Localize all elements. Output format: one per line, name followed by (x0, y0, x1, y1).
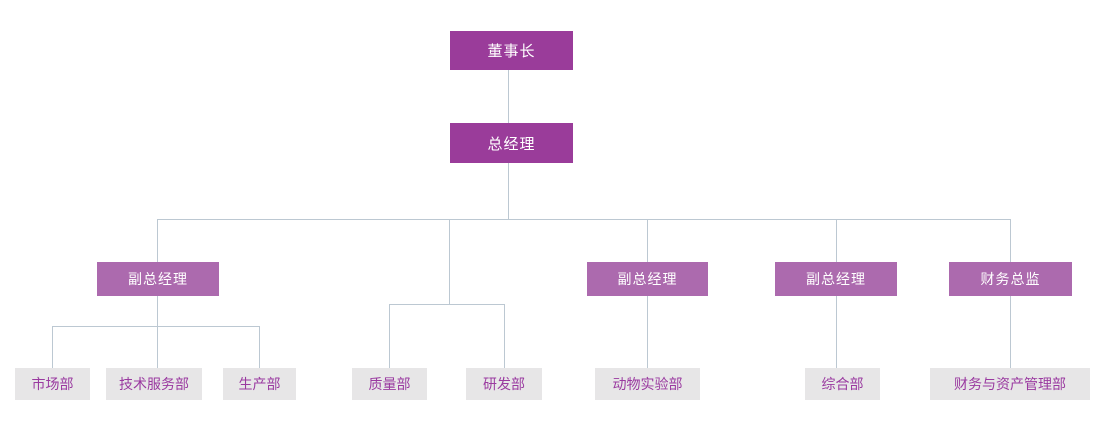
connector-rail-vp1 (157, 219, 158, 262)
org-node-vp-2: 副总经理 (587, 262, 708, 296)
connector-vp1-dept1 (52, 326, 53, 368)
connector-vp1-rail (52, 326, 260, 327)
connector-vp1-downstem (157, 296, 158, 368)
org-node-dept-production: 生产部 (223, 368, 296, 400)
org-node-dept-animal-experiment: 动物实验部 (595, 368, 700, 400)
org-node-vp-1: 副总经理 (97, 262, 219, 296)
org-node-vp-3: 副总经理 (775, 262, 897, 296)
org-node-dept-rnd: 研发部 (466, 368, 542, 400)
connector-vp1-dept3 (259, 326, 260, 368)
connector-vp2-dept (647, 296, 648, 368)
connector-rail-midbranch (449, 219, 450, 305)
connector-mid-rail (389, 304, 505, 305)
org-node-dept-technical-service: 技术服务部 (106, 368, 202, 400)
connector-rail-vp2 (647, 219, 648, 262)
org-node-dept-general-affairs: 综合部 (805, 368, 880, 400)
connector-cfo-dept (1010, 296, 1011, 368)
connector-vp3-dept (836, 296, 837, 368)
connector-main-rail (157, 219, 1011, 220)
org-node-dept-marketing: 市场部 (15, 368, 90, 400)
connector-gm-rail (508, 163, 509, 219)
org-node-chairman: 董事长 (450, 31, 573, 70)
org-node-general-manager: 总经理 (450, 123, 573, 163)
org-node-dept-quality: 质量部 (352, 368, 427, 400)
org-node-cfo: 财务总监 (949, 262, 1072, 296)
org-node-dept-finance-asset-management: 财务与资产管理部 (930, 368, 1090, 400)
connector-chairman-gm (508, 70, 509, 123)
connector-rail-cfo (1010, 219, 1011, 262)
connector-mid-dept1 (389, 304, 390, 368)
connector-rail-vp3 (836, 219, 837, 262)
connector-mid-dept2 (504, 304, 505, 368)
